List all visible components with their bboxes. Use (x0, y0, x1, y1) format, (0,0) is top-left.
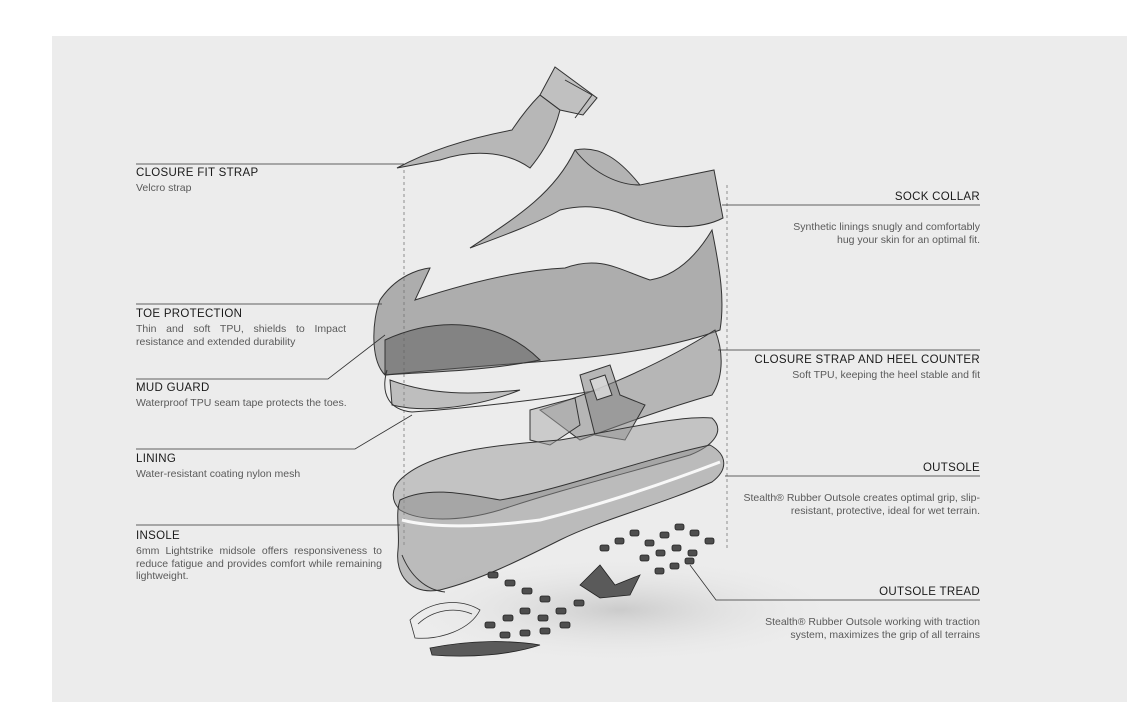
callout-description: Waterproof TPU seam tape protects the to… (136, 397, 347, 409)
callout-title: CLOSURE STRAP AND HEEL COUNTER (754, 354, 980, 366)
callout-description: Water-resistant coating nylon mesh (136, 468, 301, 480)
callout-outsole-tread: OUTSOLE TREAD Stealth® Rubber Outsole wo… (740, 586, 980, 641)
callout-sock-collar: SOCK COLLAR Synthetic linings snugly and… (760, 191, 980, 246)
callout-description: 6mm Lightstrike midsole offers responsiv… (136, 545, 382, 582)
leader-lines-right (689, 204, 980, 601)
callout-description: Velcro strap (136, 182, 192, 194)
callout-description: Soft TPU, keeping the heel stable and fi… (792, 369, 980, 381)
callout-toe-protection: TOE PROTECTION Thin and soft TPU, shield… (136, 308, 346, 348)
callout-outsole: OUTSOLE Stealth® Rubber Outsole creates … (740, 462, 980, 517)
heel-counter-part (529, 329, 722, 446)
callout-title: OUTSOLE (922, 462, 980, 474)
leader-lines-left (136, 163, 413, 526)
callout-title: OUTSOLE TREAD (879, 586, 980, 598)
outsole-tread-part (409, 523, 715, 657)
outsole-part (397, 444, 725, 593)
callout-description: Thin and soft TPU, shields to Impact res… (136, 323, 346, 348)
callout-title: CLOSURE FIT STRAP (136, 167, 259, 179)
callout-description: Stealth® Rubber Outsole working with tra… (765, 616, 980, 641)
callout-title: LINING (136, 453, 177, 465)
callout-title: INSOLE (136, 530, 180, 542)
callout-title: MUD GUARD (136, 382, 210, 394)
upper-part (373, 228, 723, 413)
callout-description: Stealth® Rubber Outsole creates optimal … (743, 492, 980, 517)
callout-mud-guard: MUD GUARD Waterproof TPU seam tape prote… (136, 382, 376, 410)
sock-collar-part (469, 148, 724, 249)
callout-title: TOE PROTECTION (136, 308, 243, 320)
closure-fit-strap-part (396, 66, 598, 169)
callout-lining: LINING Water-resistant coating nylon mes… (136, 453, 376, 481)
callout-closure-fit-strap: CLOSURE FIT STRAP Velcro strap (136, 167, 356, 195)
callout-insole: INSOLE 6mm Lightstrike midsole offers re… (136, 530, 382, 583)
callout-description: Synthetic linings snugly and comfortably… (793, 221, 980, 246)
callout-closure-strap-heel-counter: CLOSURE STRAP AND HEEL COUNTER Soft TPU,… (740, 354, 980, 382)
callout-title: SOCK COLLAR (894, 191, 980, 203)
